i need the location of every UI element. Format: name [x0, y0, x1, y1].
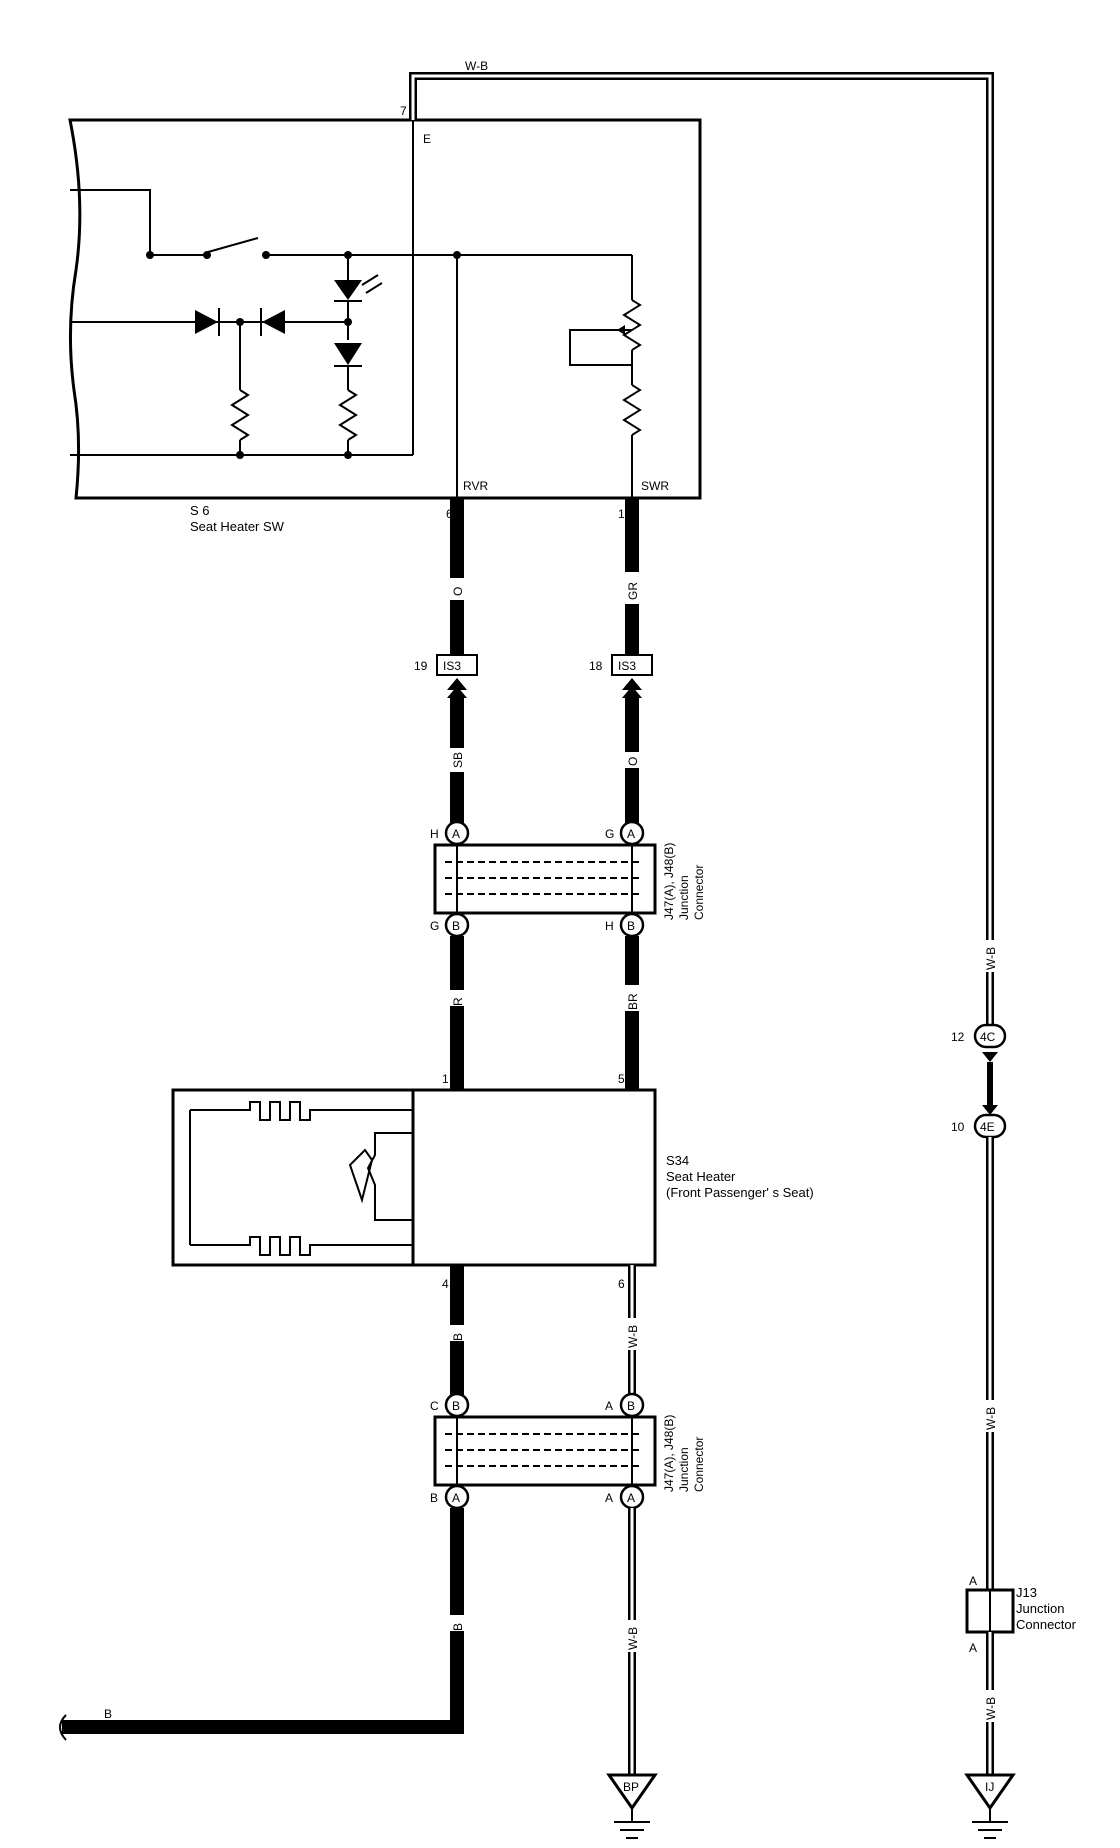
wire-far-right-upper-label: W-B	[984, 947, 998, 970]
wire-label-bg	[449, 1325, 465, 1341]
heater-name-line2-label: (Front Passenger' s Seat)	[666, 1185, 814, 1200]
wire-bottom-run-label: B	[104, 1707, 112, 1721]
uj-tl-pin: H	[430, 827, 439, 841]
uj-tl-marker: A	[452, 827, 460, 841]
heater-id-label: S34	[666, 1153, 689, 1168]
seat-heater-component	[171, 1088, 657, 1267]
wire-label-bg	[449, 1615, 465, 1631]
heater-pin-4: 4	[442, 1277, 449, 1291]
heater-pin-6: 6	[618, 1277, 625, 1291]
wire-swr-upper-label: GR	[626, 582, 640, 600]
uj-tr-pin: G	[605, 827, 614, 841]
upper-junction-markers	[444, 820, 645, 938]
lj-br-pin: A	[605, 1491, 613, 1505]
pin-swr-label: 1	[618, 507, 625, 521]
wire-label-bg	[982, 1400, 998, 1432]
lj-tr-marker: B	[627, 1399, 635, 1413]
heater-name-label: Seat Heater	[666, 1169, 736, 1184]
switch-name-label: Seat Heater SW	[190, 519, 285, 534]
lj-bl-marker: A	[452, 1491, 460, 1505]
wire-left-bottom-label: B	[451, 1623, 465, 1631]
wire-label-bg	[624, 572, 640, 604]
connector-4c	[973, 1023, 1007, 1062]
is3-right-pin: 18	[589, 659, 603, 673]
wire-label-bg	[449, 990, 465, 1006]
wire-right-mid-label: BR	[626, 993, 640, 1010]
pin-e-label: 7	[400, 104, 407, 118]
is3-left-connector	[436, 654, 478, 698]
wire-left-lower-label: B	[451, 1333, 465, 1341]
is3-left-pin: 19	[414, 659, 428, 673]
ground-ij-label: IJ	[985, 1780, 994, 1794]
wire-right-lower-label: W-B	[626, 1325, 640, 1348]
terminal-swr-label: SWR	[641, 479, 669, 493]
j13-pin-bottom: A	[969, 1641, 977, 1655]
ground-bp-label: BP	[623, 1780, 639, 1794]
lj-name-line1: J47(A), J48(B)	[662, 1415, 676, 1492]
uj-br-marker: B	[627, 919, 635, 933]
junction-j13	[965, 1588, 1015, 1634]
wire-break-mark	[59, 1714, 67, 1741]
uj-bl-marker: B	[452, 919, 460, 933]
wire-label-bg	[449, 748, 465, 772]
is3-right-connector	[611, 654, 653, 698]
is3-right-code: IS3	[618, 659, 636, 673]
lj-tl-pin: C	[430, 1399, 439, 1413]
j13-name-line3: Connector	[1016, 1617, 1077, 1632]
is3-left-code: IS3	[443, 659, 461, 673]
lower-junction-connector	[433, 1415, 657, 1487]
terminal-rvr-label: RVR	[463, 479, 488, 493]
uj-name-line3: Connector	[692, 865, 706, 920]
wire-label-bg	[982, 1690, 998, 1722]
pin-rvr-label: 6	[446, 507, 453, 521]
lower-junction-markers	[444, 1392, 645, 1510]
wire-right-below-is3-label: O	[626, 757, 640, 766]
top-ground-wire	[409, 72, 994, 1036]
upper-junction-connector	[433, 843, 657, 915]
lj-tl-marker: B	[452, 1399, 460, 1413]
uj-bl-pin: G	[430, 919, 439, 933]
terminal-e-label: E	[423, 132, 431, 146]
wire-label-bg	[982, 940, 998, 972]
connector-4c-code: 4C	[980, 1030, 996, 1044]
wire-label-bg	[449, 578, 465, 600]
wire-label-bg	[624, 1620, 640, 1652]
ground-ij-symbol	[964, 1773, 1016, 1839]
wire-far-right-lower-label: W-B	[984, 1697, 998, 1720]
uj-tr-marker: A	[627, 827, 635, 841]
wire-rvr-upper-label: O	[451, 587, 465, 596]
j13-name-line2: Junction	[1016, 1601, 1064, 1616]
switch-id-label: S 6	[190, 503, 210, 518]
wire-left-mid-label: R	[451, 997, 465, 1006]
j13-name-line1: J13	[1016, 1585, 1037, 1600]
connector-4c-pin: 12	[951, 1030, 965, 1044]
wire-label-bg	[624, 985, 640, 1011]
connector-4e-pin: 10	[951, 1120, 965, 1134]
uj-name-line1: J47(A), J48(B)	[662, 843, 676, 920]
wire-label-bg	[624, 752, 640, 768]
uj-br-pin: H	[605, 919, 614, 933]
lj-tr-pin: A	[605, 1399, 613, 1413]
uj-name-line2: Junction	[677, 875, 691, 920]
wire-left-below-is3-label: SB	[451, 752, 465, 768]
seat-heater-switch	[68, 118, 702, 500]
wire-far-right-mid-label: W-B	[984, 1407, 998, 1430]
heater-pin-5: 5	[618, 1072, 625, 1086]
j13-pin-top: A	[969, 1574, 977, 1588]
heater-pin-1: 1	[442, 1072, 449, 1086]
lj-br-marker: A	[627, 1491, 635, 1505]
wire-top-label: W-B	[465, 59, 488, 73]
connector-4e-code: 4E	[980, 1120, 995, 1134]
ground-bp-symbol	[606, 1773, 658, 1839]
wire-label-bg	[624, 1318, 640, 1350]
wire-bottom-left	[62, 1508, 464, 1734]
wire-right-bottom-label: W-B	[626, 1627, 640, 1650]
lj-bl-pin: B	[430, 1491, 438, 1505]
lj-name-line3: Connector	[692, 1437, 706, 1492]
lj-name-line2: Junction	[677, 1447, 691, 1492]
